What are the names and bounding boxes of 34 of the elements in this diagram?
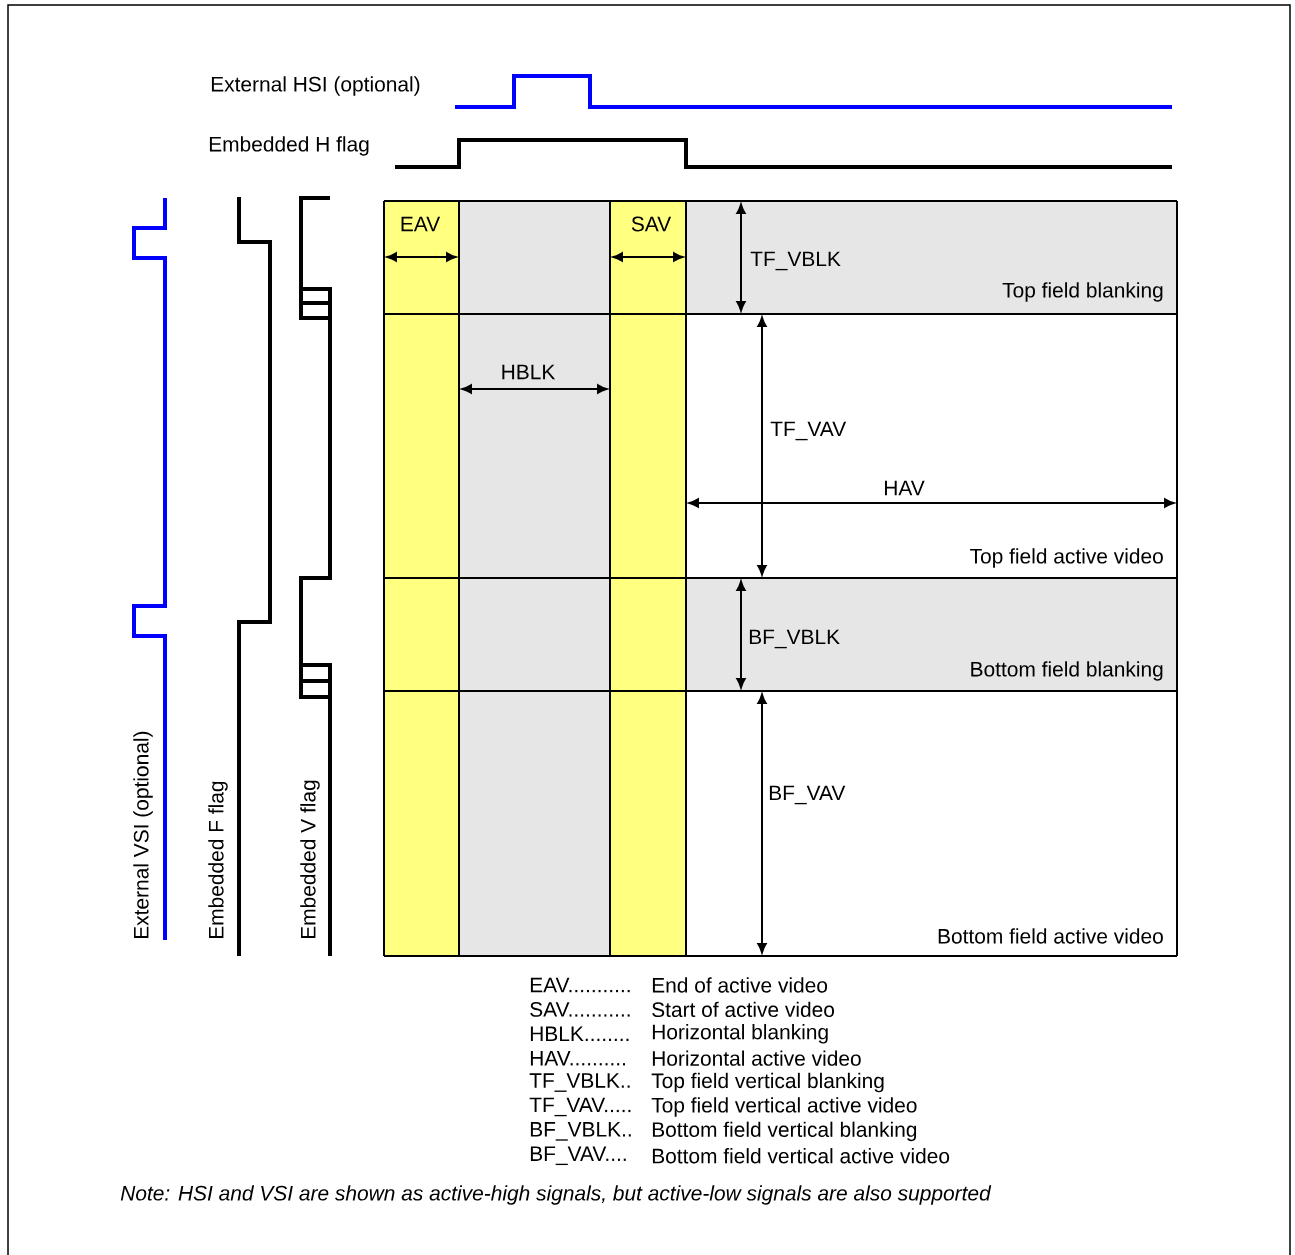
region-label: Top field active video: [970, 548, 1163, 568]
abbreviation: TF_VAV.....: [529, 1097, 631, 1117]
signal-label: Embedded H flag: [209, 136, 369, 156]
signal-label: External VSI (optional): [133, 731, 153, 939]
signal-label: External HSI (optional): [211, 76, 420, 96]
abbreviation-definition: Horizontal blanking: [652, 1024, 828, 1044]
signal-label: Embedded V flag: [300, 780, 320, 939]
abbreviation: EAV...........: [530, 977, 630, 993]
abbreviation-definition: Bottom field vertical active video: [652, 1148, 950, 1164]
dimension-label: BF_VBLK: [749, 629, 840, 649]
dimension-label: TF_VAV: [770, 421, 847, 441]
signal-label: Embedded F flag: [208, 781, 228, 939]
dimension-label: SAV: [631, 216, 672, 232]
abbreviation: HBLK........: [530, 1026, 629, 1041]
abbreviation: HAV..........: [530, 1051, 625, 1066]
abbreviation-definition: Top field vertical active video: [651, 1097, 917, 1117]
note: Note: HSI and VSI are shown as active-high signals, but active-low signals are also supported: [120, 1185, 992, 1205]
abbreviation: SAV...........: [530, 1002, 630, 1017]
abbreviation: TF_VBLK..: [529, 1073, 630, 1092]
dimension-label: HAV: [885, 480, 925, 496]
region-label: Bottom field blanking: [971, 661, 1163, 681]
abbreviation: BF_VAV....: [530, 1146, 626, 1166]
abbreviation-definition: End of active video: [652, 977, 828, 993]
abbreviation: BF_VBLK..: [530, 1122, 631, 1141]
region-label: Top field blanking: [1002, 282, 1163, 302]
dimension-label: BF_VAV: [769, 785, 846, 805]
abbreviation-definition: Start of active video: [652, 1001, 835, 1018]
dimension-label: HBLK: [502, 364, 556, 380]
abbreviation-definition: Top field vertical blanking: [651, 1072, 884, 1093]
abbreviation-definition: Horizontal active video: [652, 1050, 861, 1066]
region-label: Bottom field active video: [938, 928, 1163, 944]
abbreviation-definition: Bottom field vertical blanking: [652, 1121, 917, 1142]
dimension-label: EAV: [401, 216, 441, 232]
dimension-label: TF_VBLK: [750, 251, 841, 271]
